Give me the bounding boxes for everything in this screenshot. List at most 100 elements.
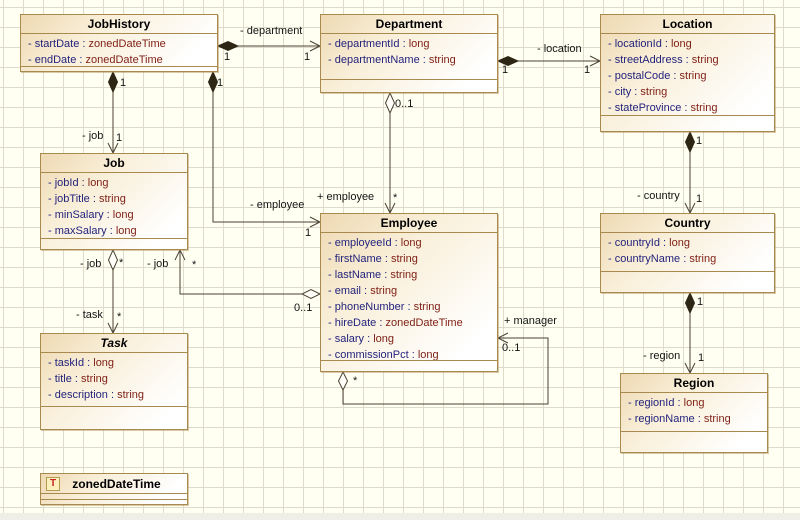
role-label-country: - country (637, 190, 680, 202)
class-attributes: - taskId : long - title : string - descr… (41, 353, 187, 406)
arrowhead-icon (309, 216, 322, 228)
attribute-name: - jobId : (48, 177, 88, 189)
mult-location-end: 1 (584, 64, 591, 76)
class-department[interactable]: Department - departmentId : long - depar… (320, 14, 498, 93)
attribute-row: - salary : long (328, 331, 497, 347)
class-title: Country (601, 214, 774, 233)
attribute-name: - taskId : (48, 357, 94, 369)
attribute-type: long (408, 38, 430, 50)
attribute-name: - email : (328, 285, 371, 297)
class-attributes: - departmentId : long - departmentName :… (321, 34, 497, 79)
attribute-row: - city : string (608, 84, 774, 100)
edge-employee-job[interactable] (174, 248, 322, 300)
mult-jobhistory-end: 1 (217, 77, 224, 89)
composition-diamond-icon (684, 130, 696, 154)
role-label-job: - job (82, 130, 104, 142)
class-region[interactable]: Region - regionId : long - regionName : … (620, 373, 768, 453)
class-operations-empty (321, 360, 497, 371)
aggregation-diamond-icon (384, 91, 396, 115)
mult-country-end: 1 (697, 296, 704, 308)
class-location[interactable]: Location - locationId : long - streetAdd… (600, 14, 775, 132)
attribute-name: - postalCode : (608, 70, 680, 82)
class-title: Region (621, 374, 767, 393)
attribute-type: long (115, 225, 137, 237)
class-title: JobHistory (21, 15, 217, 34)
attribute-type: string (390, 253, 418, 265)
attribute-name: - locationId : (608, 38, 671, 50)
attribute-row: - locationId : long (608, 36, 774, 52)
class-task[interactable]: Task - taskId : long - title : string - … (40, 333, 188, 430)
class-attributes: - startDate : zonedDateTime - endDate : … (21, 34, 217, 66)
mult-job-end: * (192, 259, 197, 271)
mult-manager-end: 0..1 (502, 342, 521, 354)
aggregation-diamond-icon (300, 288, 322, 300)
class-attributes: - employeeId : long - firstName : string… (321, 233, 497, 360)
arrowhead-icon (589, 55, 602, 67)
class-operations-empty (601, 115, 774, 131)
class-job[interactable]: Job - jobId : long - jobTitle : string -… (40, 153, 188, 250)
attribute-name: - firstName : (328, 253, 391, 265)
attribute-name: - streetAddress : (608, 54, 692, 66)
attribute-name: - employeeId : (328, 237, 401, 249)
class-employee[interactable]: Employee - employeeId : long - firstName… (320, 213, 498, 372)
attribute-name: - countryName : (608, 253, 690, 265)
class-operations-empty (621, 431, 767, 452)
class-operations-empty (41, 238, 187, 249)
attribute-row: - startDate : zonedDateTime (28, 36, 217, 52)
attribute-type: long (669, 237, 690, 249)
composition-diamond-icon (107, 70, 119, 94)
arrowhead-icon (174, 248, 186, 261)
mult-department-end: 1 (502, 64, 509, 76)
attribute-type: string (640, 86, 668, 98)
attribute-type: string (413, 301, 441, 313)
class-attributes: - regionId : long - regionName : string (621, 393, 767, 431)
attribute-row: - lastName : string (328, 267, 497, 283)
class-operations-empty (41, 406, 187, 429)
role-label-region: - region (643, 350, 681, 362)
edge-location-country[interactable] (684, 130, 696, 215)
attribute-name: - stateProvince : (608, 102, 691, 114)
datatype-name: zonedDateTime (72, 476, 161, 491)
aggregation-diamond-icon (107, 248, 119, 272)
attribute-type: long (670, 38, 692, 50)
attribute-row: - regionId : long (628, 395, 767, 411)
datatype-title-row: T zonedDateTime (41, 474, 187, 494)
attribute-name: - regionName : (628, 413, 704, 425)
attribute-type: long (112, 209, 134, 221)
role-label-task: - task (76, 309, 103, 321)
edge-jobhistory-department[interactable] (216, 40, 322, 52)
arrowhead-icon (684, 362, 696, 375)
primitive-type-icon: T (46, 476, 60, 491)
datatype-zoneddatetime[interactable]: T zonedDateTime (40, 473, 188, 505)
attribute-type: long (87, 177, 109, 189)
attribute-type: zonedDateTime (85, 54, 163, 66)
class-title: Employee (321, 214, 497, 233)
attribute-type: string (117, 389, 144, 401)
aggregation-diamond-icon (337, 370, 349, 392)
arrowhead-icon (309, 40, 322, 52)
mult-country-end: 1 (696, 193, 703, 205)
arrowhead-icon (107, 142, 119, 155)
attribute-row: - taskId : long (48, 355, 187, 371)
composition-diamond-icon (684, 291, 696, 315)
edge-line (179, 250, 320, 295)
attribute-name: - startDate : (28, 38, 89, 50)
attribute-type: string (679, 70, 707, 82)
class-country[interactable]: Country - countryId : long - countryName… (600, 213, 775, 293)
attribute-type: string (370, 285, 398, 297)
attribute-name: - lastName : (328, 269, 391, 281)
composition-diamond-icon (216, 40, 240, 52)
class-title: Location (601, 15, 774, 34)
mult-jobhistory-end: 1 (224, 51, 231, 63)
mult-department-end: 1 (304, 51, 311, 63)
attribute-type: string (428, 54, 456, 66)
edge-country-region[interactable] (684, 291, 696, 375)
mult-location-end: 1 (696, 135, 703, 147)
attribute-type: zonedDateTime (88, 38, 166, 50)
class-jobhistory[interactable]: JobHistory - startDate : zonedDateTime -… (20, 14, 218, 72)
class-attributes: - countryId : long - countryName : strin… (601, 233, 774, 271)
attribute-row: - title : string (48, 371, 187, 387)
attribute-type: long (93, 357, 115, 369)
attribute-type: zonedDateTime (385, 317, 463, 329)
